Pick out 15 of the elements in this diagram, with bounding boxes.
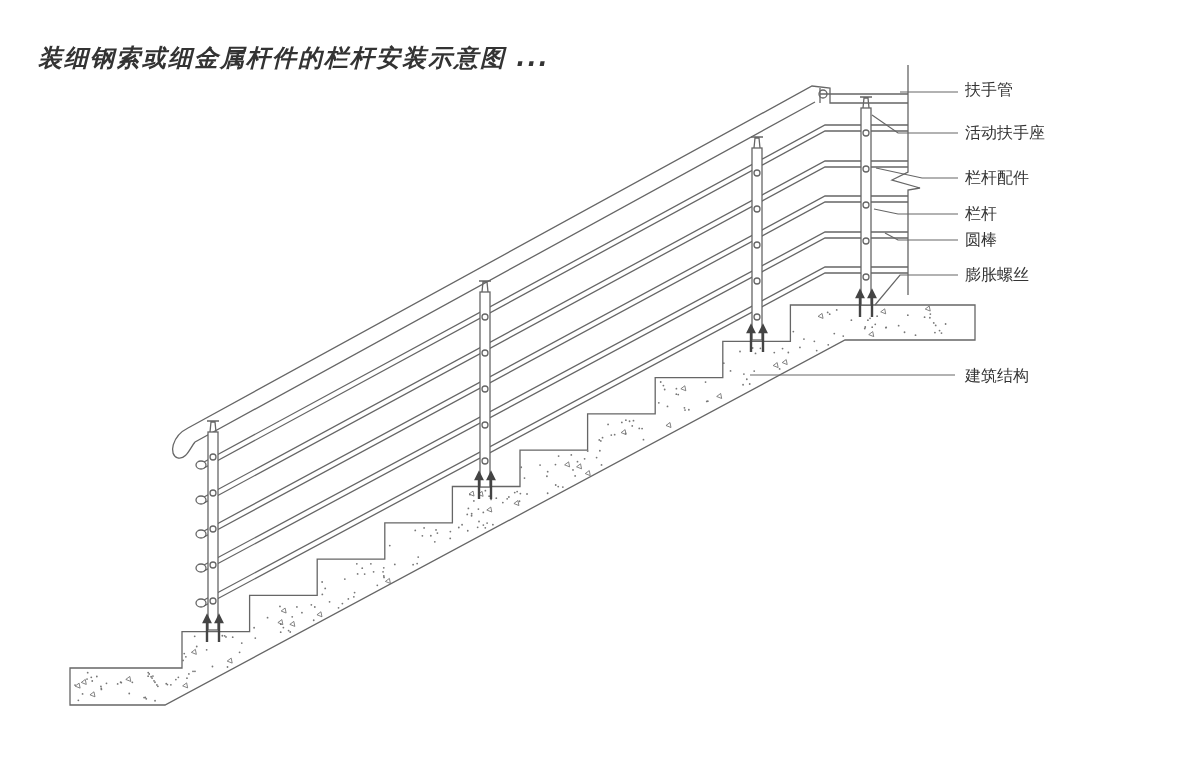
- part-label: 扶手管: [965, 80, 1013, 100]
- leader-line: [871, 114, 959, 134]
- leader-line: [875, 167, 959, 179]
- part-label: 栏杆: [965, 204, 997, 224]
- part-label: 圆棒: [965, 230, 997, 250]
- leader-line: [884, 232, 959, 241]
- leader-line: [749, 374, 956, 376]
- title: 装细钢索或细金属杆件的栏杆安装示意图 ...: [38, 43, 550, 74]
- part-label: 建筑结构: [965, 366, 1029, 386]
- part-label: 栏杆配件: [965, 168, 1029, 188]
- part-label: 活动扶手座: [965, 123, 1045, 143]
- leader-line: [873, 208, 959, 215]
- leader-line: [874, 274, 959, 306]
- leader-line: [899, 91, 959, 93]
- part-label: 膨胀螺丝: [965, 265, 1029, 285]
